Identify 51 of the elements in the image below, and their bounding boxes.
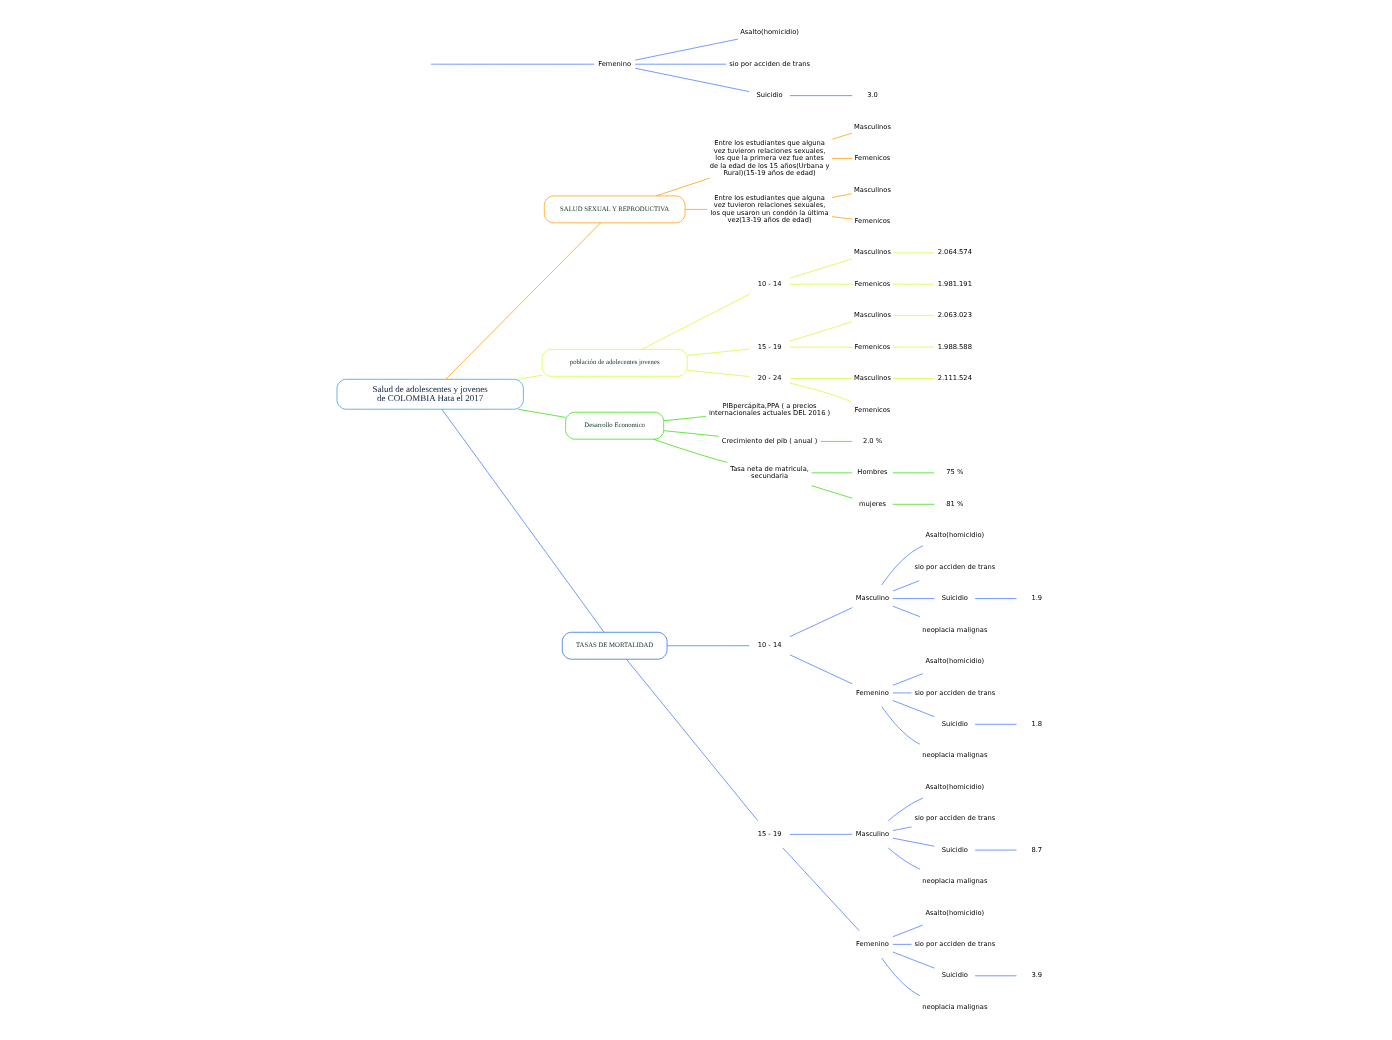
connector [633, 67, 749, 92]
connector [880, 706, 920, 745]
connector [683, 209, 707, 210]
connector [662, 430, 718, 437]
connector [891, 951, 934, 969]
connector [662, 416, 706, 422]
connector [891, 378, 934, 379]
connector [781, 847, 859, 932]
connector [830, 132, 852, 140]
connector [830, 158, 852, 159]
connector [891, 700, 934, 718]
connector [516, 374, 542, 380]
connector [891, 580, 919, 592]
connector [891, 826, 911, 831]
connector [651, 438, 727, 463]
connector [788, 95, 852, 96]
connector [625, 658, 758, 822]
connector [654, 177, 710, 197]
connector [788, 382, 852, 403]
connector [973, 975, 1016, 977]
connector [880, 957, 920, 997]
connector [788, 654, 852, 685]
connector [444, 222, 600, 380]
connector [830, 193, 852, 198]
connector [891, 315, 934, 317]
connector [891, 605, 920, 618]
connector [891, 924, 923, 938]
connector [788, 321, 852, 342]
connector [633, 38, 738, 61]
connector [686, 369, 749, 377]
connector [788, 607, 852, 638]
connector [830, 216, 852, 220]
connector [686, 348, 749, 356]
connector [973, 723, 1016, 725]
connector [819, 441, 852, 442]
connector [788, 378, 852, 379]
connector [880, 545, 923, 586]
connector [788, 833, 852, 835]
connector [973, 598, 1016, 599]
connector [891, 837, 934, 847]
connector [891, 673, 923, 686]
connector [891, 598, 934, 599]
connector [640, 293, 749, 350]
connector [810, 485, 852, 499]
connector [891, 944, 911, 945]
connector [886, 797, 923, 822]
connector [886, 847, 920, 870]
connector [440, 408, 604, 633]
connector [516, 408, 565, 418]
connector [788, 258, 852, 279]
connector [665, 645, 749, 647]
